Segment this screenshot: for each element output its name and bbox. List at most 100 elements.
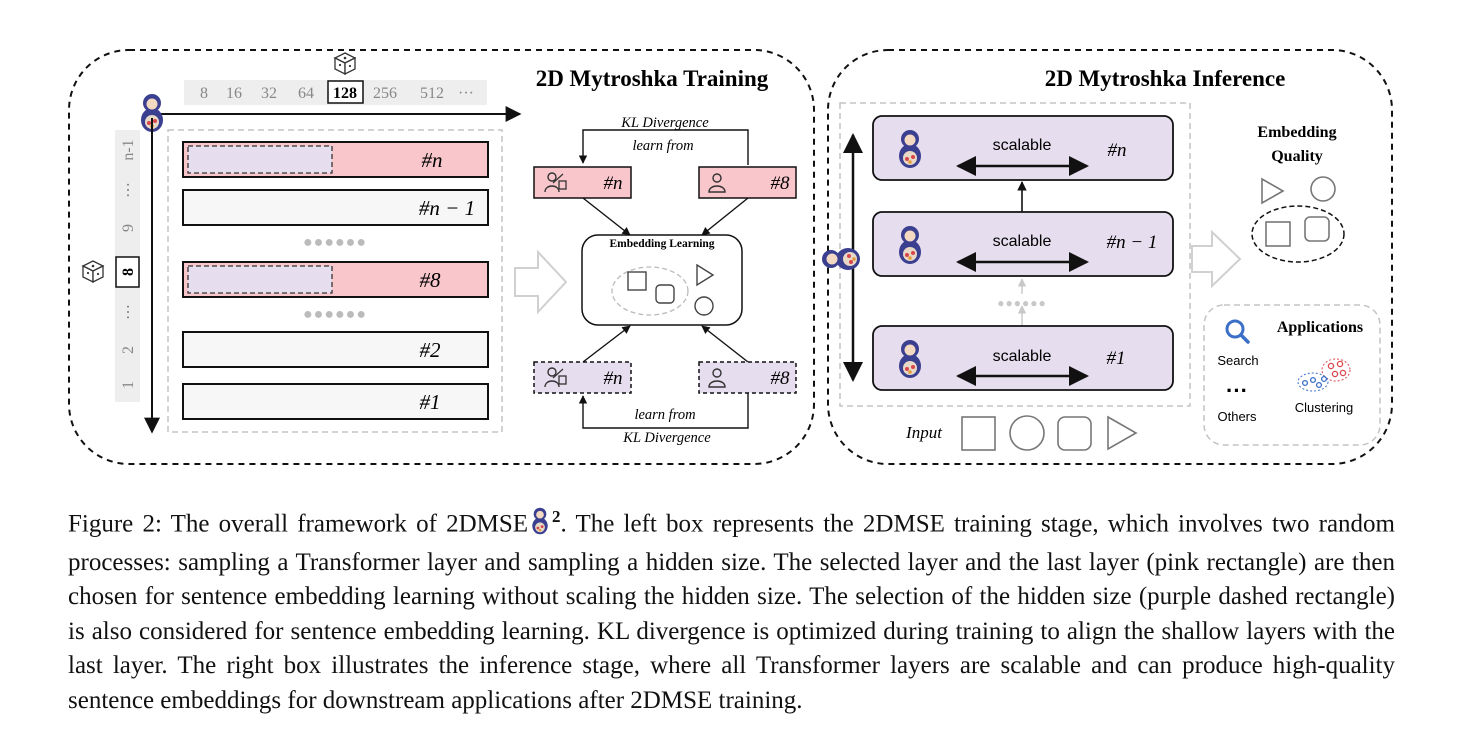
hidden-size-dice-icon: [334, 52, 356, 75]
figure-caption: Figure 2: The overall framework of 2DMSE…: [68, 500, 1395, 718]
quality-square-shape: [1265, 221, 1291, 247]
inference-title: 2D Mytroshka Inference: [1045, 66, 1286, 91]
layer-n-label: #n: [422, 148, 443, 172]
layer-tick: 1: [120, 381, 137, 389]
layer-1: [182, 383, 489, 420]
connector: [701, 197, 749, 236]
triangle-shape: [696, 263, 715, 287]
hidden-size-tick: 512: [420, 85, 444, 102]
doll-icon: [899, 130, 921, 168]
inference-layer-n-label: #n: [1108, 140, 1127, 161]
layer-gap-dots: ●●●●●●: [303, 306, 367, 323]
scalable-text: scalable: [993, 137, 1052, 154]
layer-8-label: #8: [420, 268, 442, 292]
hidden-size-tick: 64: [298, 85, 314, 102]
app-search-label: Search: [1217, 353, 1258, 368]
hidden-size-ticks: 8 16 32 64 256 512 ···: [200, 85, 474, 102]
layer-tick: n-1: [120, 139, 137, 160]
rounded-square-shape: [655, 284, 675, 304]
doll-icon: [899, 226, 921, 264]
top-student-box: [533, 166, 632, 199]
layer-2: [182, 331, 489, 368]
framework-figure: 2D Mytroshka Training 8 16 32 64 256 512…: [68, 49, 1393, 465]
training-title: 2D Mytroshka Training: [536, 66, 769, 91]
hidden-size-tick: ···: [458, 85, 474, 102]
quality-cluster: [1251, 205, 1345, 263]
input-triangle-shape: [1107, 415, 1138, 451]
selected-layer: 8: [120, 268, 137, 276]
hidden-size-tick: 8: [200, 85, 208, 102]
inference-layer-n: [872, 115, 1174, 181]
bottom-learn-label: learn from: [634, 407, 695, 423]
embedding-learning-box: [581, 234, 743, 326]
layer-stack: [167, 129, 503, 433]
top-kl-loop: [578, 129, 749, 165]
top-kl-label: KL Divergence: [620, 115, 709, 131]
layer-ticks: 1 2 ⋯ 9 ⋯ n-1: [120, 139, 137, 389]
inference-layer-1: [872, 325, 1174, 391]
quality-triangle-shape: [1261, 177, 1285, 205]
layer-tick: 2: [120, 346, 137, 354]
caption-superscript: 2: [552, 507, 561, 526]
quality-rounded-square-shape: [1304, 216, 1330, 242]
layer-n-minus-1-label: #n − 1: [419, 196, 475, 220]
applications-title: Applications: [1277, 319, 1363, 336]
selected-hidden-size: 128: [333, 85, 357, 102]
top-student-label: #n: [604, 173, 623, 194]
applications-box: [1203, 304, 1381, 446]
embedding-learning-title: Embedding Learning: [609, 238, 714, 250]
inference-layer-1-label: #1: [1107, 348, 1126, 369]
bottom-student-box: [533, 361, 632, 394]
top-teacher-box: [698, 166, 797, 199]
others-dots: ···: [1226, 378, 1248, 403]
scalable-text: scalable: [993, 233, 1052, 250]
quality-circle-shape: [1310, 176, 1336, 202]
layer-tick: 9: [120, 224, 137, 232]
inference-layer-n-minus-1-label: #n − 1: [1107, 232, 1158, 253]
axis-doll-icon: [822, 248, 860, 270]
hidden-size-tick: 16: [226, 85, 242, 102]
quality-title: Embedding: [1257, 124, 1336, 141]
quality-title: Quality: [1271, 148, 1323, 165]
app-clustering-label: Clustering: [1295, 400, 1354, 415]
layer-8-hidden-slice: [187, 265, 333, 294]
hidden-size-tick: 32: [261, 85, 277, 102]
input-rounded-square-shape: [1057, 416, 1092, 451]
clustering-icon: [1297, 358, 1351, 392]
doll-icon: [899, 340, 921, 378]
connector: [582, 197, 631, 236]
connector: [701, 325, 749, 363]
layer-dice-icon: [82, 260, 104, 283]
circle-shape: [694, 296, 714, 316]
hidden-size-tick: 256: [373, 85, 397, 102]
scalable-text: scalable: [993, 348, 1052, 365]
selected-layer-box: [115, 256, 140, 288]
caption-prefix: Figure 2: The overall framework of 2DMSE: [68, 510, 529, 538]
bottom-teacher-label: #8: [771, 368, 791, 389]
top-teacher-label: #8: [771, 173, 791, 194]
layer-gap-dots: ●●●●●●: [303, 234, 367, 251]
layer-n-minus-1: [182, 189, 489, 226]
bottom-kl-label: KL Divergence: [622, 430, 711, 446]
connector: [582, 325, 631, 363]
quality-arrow: [1191, 229, 1242, 289]
layer-1-label: #1: [420, 390, 441, 414]
inference-layer-n-minus-1: [872, 211, 1174, 277]
top-learn-label: learn from: [632, 138, 693, 154]
selected-hidden-size-box: [327, 80, 364, 104]
input-label: Input: [905, 423, 943, 442]
layer-tick: ⋯: [120, 182, 137, 198]
input-square-shape: [961, 416, 996, 451]
layer-gap-dots: ●●●●●●: [997, 296, 1047, 310]
search-icon: [1225, 319, 1250, 344]
input-circle-shape: [1009, 415, 1045, 451]
layer-tick: ⋯: [120, 304, 137, 320]
app-others-label: Others: [1217, 409, 1257, 424]
doll-icon: [530, 507, 550, 546]
bottom-kl-loop: [578, 393, 749, 429]
layer-n-hidden-slice: [187, 145, 333, 174]
caption-body: . The left box represents the 2DMSE trai…: [68, 510, 1395, 714]
bottom-student-label: #n: [604, 368, 623, 389]
embedding-cluster: [611, 266, 689, 316]
square-shape: [627, 271, 647, 291]
